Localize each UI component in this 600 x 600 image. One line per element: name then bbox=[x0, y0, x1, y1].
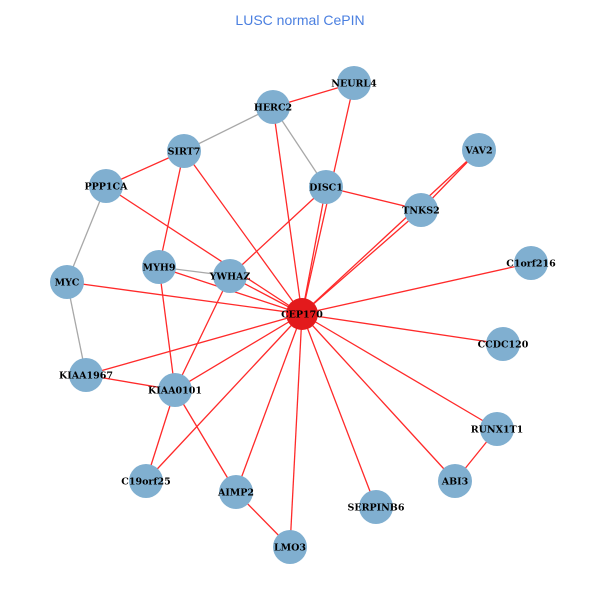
edge-SERPINB6-CEP170 bbox=[301, 313, 377, 508]
edge-PPP1CA-MYC bbox=[66, 185, 107, 283]
node-label: CEP170 bbox=[281, 310, 323, 321]
edge-KIAA1967-CEP170 bbox=[85, 313, 303, 376]
edge-AIMP2-CEP170 bbox=[235, 313, 303, 493]
node-label: HERC2 bbox=[254, 103, 292, 114]
edge-TNKS2-CEP170 bbox=[301, 209, 422, 315]
node-circle bbox=[462, 133, 496, 167]
edge-ABI3-CEP170 bbox=[301, 313, 456, 482]
node-circle bbox=[129, 464, 163, 498]
node-label: LMO3 bbox=[274, 543, 306, 554]
edge-DISC1-CEP170 bbox=[301, 186, 327, 315]
node-C1orf216[interactable]: C1orf216 bbox=[506, 246, 556, 280]
edge-YWHAZ-KIAA0101 bbox=[174, 275, 231, 391]
node-LMO3[interactable]: LMO3 bbox=[273, 530, 307, 564]
edge-KIAA0101-AIMP2 bbox=[174, 389, 237, 493]
node-VAV2[interactable]: VAV2 bbox=[462, 133, 496, 167]
node-label: RUNX1T1 bbox=[471, 425, 524, 436]
edge-C19orf25-CEP170 bbox=[145, 313, 303, 482]
node-AIMP2[interactable]: AIMP2 bbox=[217, 475, 254, 509]
node-KIAA0101[interactable]: KIAA0101 bbox=[148, 373, 202, 407]
node-label: YWHAZ bbox=[209, 272, 251, 283]
node-RUNX1T1[interactable]: RUNX1T1 bbox=[471, 412, 524, 446]
edge-SIRT7-CEP170 bbox=[183, 150, 303, 315]
node-circle bbox=[486, 327, 520, 361]
edge-CCDC120-CEP170 bbox=[301, 313, 504, 345]
edge-LMO3-CEP170 bbox=[289, 313, 303, 548]
node-circle bbox=[50, 265, 84, 299]
node-label: CCDC120 bbox=[478, 340, 529, 351]
node-circle bbox=[359, 490, 393, 524]
node-ABI3[interactable]: ABI3 bbox=[438, 464, 472, 498]
node-label: KIAA1967 bbox=[59, 371, 113, 382]
node-label: MYC bbox=[55, 278, 80, 289]
node-label: AIMP2 bbox=[217, 488, 254, 499]
node-circle bbox=[309, 170, 343, 204]
edge-KIAA0101-CEP170 bbox=[174, 313, 303, 391]
node-circle bbox=[514, 246, 548, 280]
node-circle bbox=[438, 464, 472, 498]
node-SIRT7[interactable]: SIRT7 bbox=[167, 134, 201, 168]
node-label: SIRT7 bbox=[168, 147, 201, 158]
node-MYC[interactable]: MYC bbox=[50, 265, 84, 299]
node-circle bbox=[167, 134, 201, 168]
node-circle bbox=[256, 90, 290, 124]
edge-RUNX1T1-CEP170 bbox=[301, 313, 498, 430]
node-TNKS2[interactable]: TNKS2 bbox=[402, 193, 440, 227]
node-C19orf25[interactable]: C19orf25 bbox=[121, 464, 171, 498]
node-SERPINB6[interactable]: SERPINB6 bbox=[348, 490, 405, 524]
edge-VAV2-CEP170 bbox=[301, 149, 480, 315]
node-label: VAV2 bbox=[464, 146, 492, 157]
node-circle bbox=[480, 412, 514, 446]
node-circle bbox=[89, 169, 123, 203]
node-label: SERPINB6 bbox=[348, 503, 405, 514]
node-HERC2[interactable]: HERC2 bbox=[254, 90, 292, 124]
node-label: KIAA0101 bbox=[148, 386, 202, 397]
node-label: MYH9 bbox=[143, 263, 176, 274]
edge-MYC-CEP170 bbox=[66, 281, 303, 315]
edge-SIRT7-MYH9 bbox=[158, 150, 185, 268]
node-label: DISC1 bbox=[309, 183, 343, 194]
node-circle bbox=[219, 475, 253, 509]
node-circle bbox=[142, 250, 176, 284]
node-label: C1orf216 bbox=[506, 259, 556, 270]
figure-title: LUSC normal CePIN bbox=[235, 12, 365, 28]
edge-HERC2-CEP170 bbox=[272, 106, 303, 315]
edge-PPP1CA-CEP170 bbox=[105, 185, 303, 315]
edge-DISC1-YWHAZ bbox=[229, 186, 327, 277]
node-circle bbox=[273, 530, 307, 564]
node-CEP170[interactable]: CEP170 bbox=[281, 298, 323, 330]
node-label: ABI3 bbox=[441, 477, 468, 488]
edge-MYH9-KIAA0101 bbox=[158, 266, 176, 391]
node-label: C19orf25 bbox=[121, 477, 170, 488]
node-CCDC120[interactable]: CCDC120 bbox=[478, 327, 529, 361]
node-DISC1[interactable]: DISC1 bbox=[309, 170, 343, 204]
node-circle bbox=[337, 66, 371, 100]
node-label: PPP1CA bbox=[85, 182, 129, 193]
node-circle bbox=[404, 193, 438, 227]
node-circle bbox=[158, 373, 192, 407]
node-label: NEURL4 bbox=[331, 79, 377, 90]
node-MYH9[interactable]: MYH9 bbox=[142, 250, 176, 284]
node-NEURL4[interactable]: NEURL4 bbox=[331, 66, 377, 100]
node-PPP1CA[interactable]: PPP1CA bbox=[85, 169, 129, 203]
node-YWHAZ[interactable]: YWHAZ bbox=[209, 259, 251, 293]
node-circle bbox=[69, 358, 103, 392]
node-label: TNKS2 bbox=[402, 206, 439, 217]
node-circle bbox=[286, 298, 318, 330]
node-KIAA1967[interactable]: KIAA1967 bbox=[59, 358, 113, 392]
edge-C1orf216-CEP170 bbox=[301, 262, 532, 315]
node-circle bbox=[213, 259, 247, 293]
